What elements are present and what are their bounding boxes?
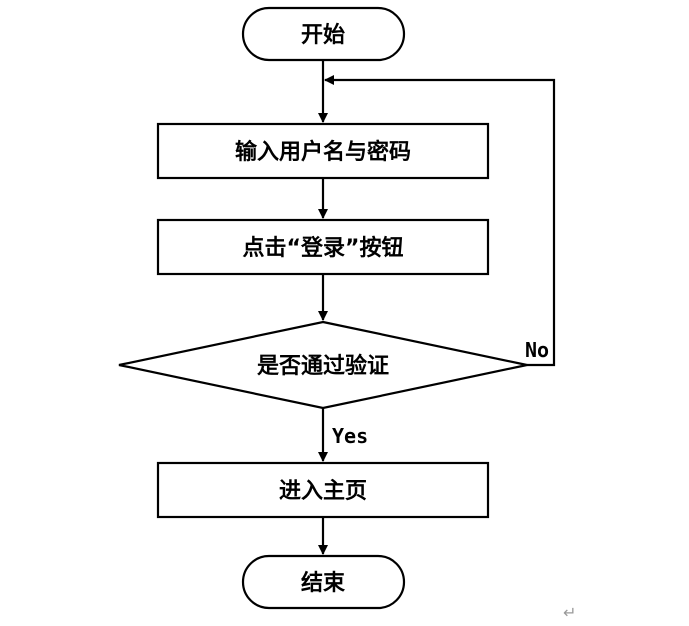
no-label: No (525, 338, 549, 362)
end-label: 结束 (301, 570, 346, 596)
verify-decision-node: 是否通过验证 (118, 320, 528, 410)
input-credentials-label: 输入用户名与密码 (235, 139, 411, 165)
edge-no-loop (324, 75, 556, 367)
verify-decision-label: 是否通过验证 (257, 353, 389, 379)
enter-home-label: 进入主页 (279, 479, 367, 504)
click-login-label: 点击“登录”按钮 (243, 235, 404, 261)
click-login-node: 点击“登录”按钮 (156, 218, 490, 276)
start-node: 开始 (241, 6, 406, 62)
yes-label: Yes (332, 424, 368, 448)
start-label: 开始 (301, 22, 345, 48)
paragraph-mark-icon: ↵ (563, 603, 576, 622)
enter-home-node: 进入主页 (156, 461, 490, 519)
input-credentials-node: 输入用户名与密码 (156, 122, 490, 180)
end-node: 结束 (241, 554, 406, 610)
